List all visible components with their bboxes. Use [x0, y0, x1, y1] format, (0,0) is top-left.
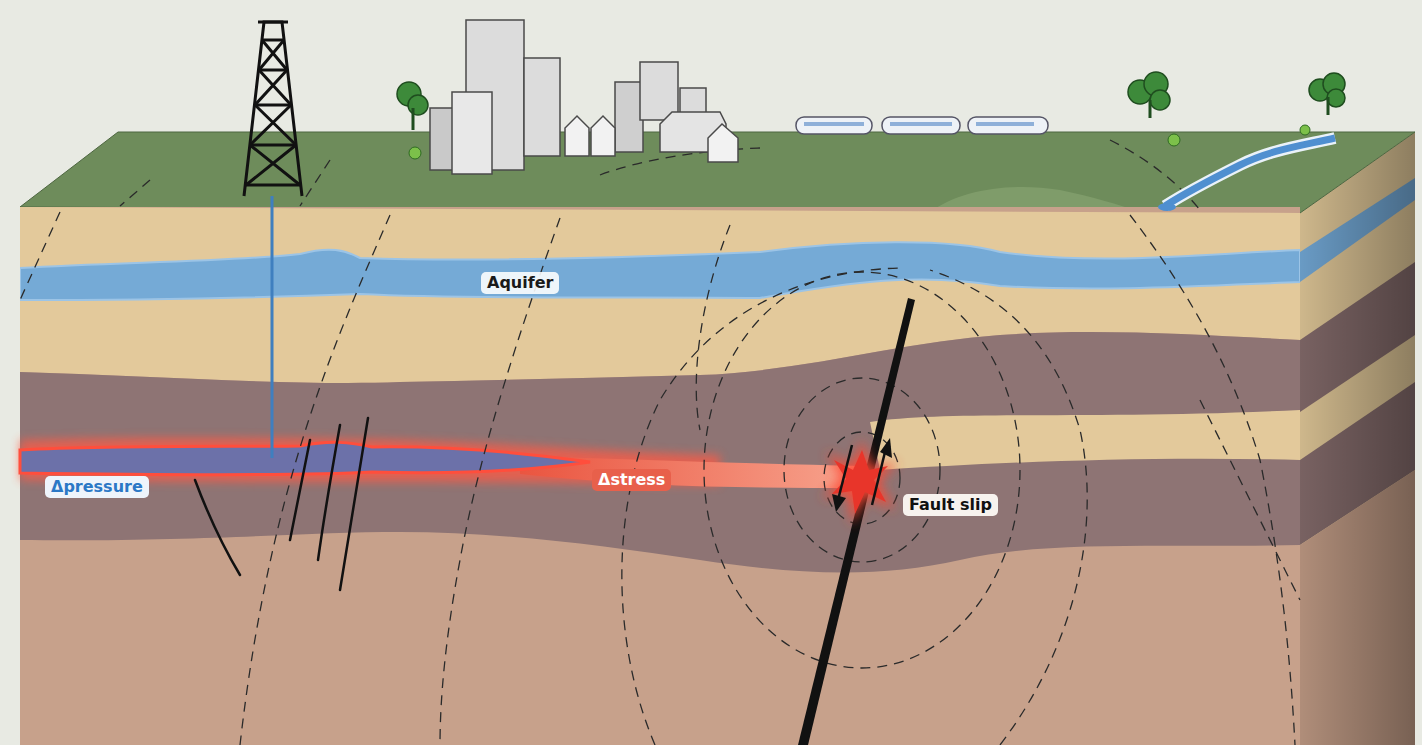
stream [1158, 138, 1335, 211]
rock-layers-part [20, 332, 1300, 572]
block-side-face-part [1300, 132, 1415, 745]
town-buildings-part [452, 92, 492, 174]
train-part-part [976, 122, 1034, 126]
trees [397, 72, 1345, 159]
stream-part [1165, 138, 1335, 206]
stress-contour-lines-part [240, 215, 390, 745]
stress-contour-lines-part [20, 212, 60, 300]
rock-layers-part [870, 410, 1300, 470]
stress-contour-lines-part [120, 180, 150, 206]
stream-part [1165, 138, 1335, 206]
train-part-part [890, 122, 952, 126]
drilling-rig-part-part [246, 40, 300, 185]
train-part [882, 117, 960, 134]
fault-part [798, 298, 915, 745]
stress-contour-lines-part [784, 378, 940, 562]
fractures-part [290, 440, 310, 540]
town-buildings-part [708, 124, 738, 162]
town-buildings [430, 20, 738, 174]
stress-label: Δstress [592, 469, 671, 491]
stress-contour-lines-part [622, 268, 900, 745]
layer-label: Aquifer [481, 272, 559, 294]
train-part-part [804, 122, 864, 126]
town-buildings-part [565, 116, 589, 156]
trees-part-part [1168, 134, 1180, 146]
stress-contour-lines-part [440, 218, 560, 745]
train-part [796, 117, 872, 134]
drilling-rig-part-part [258, 21, 288, 24]
fault-label: Fault slip [903, 494, 998, 516]
trees-part-part [1327, 89, 1345, 107]
drilling-rig [244, 22, 302, 458]
fault-part [832, 494, 846, 512]
stress-contour-lines-part [300, 160, 330, 206]
trees-part-part [1149, 100, 1152, 118]
drilling-rig-part [244, 22, 302, 196]
train [796, 117, 1048, 134]
train-part [968, 117, 1048, 134]
town-buildings-part [591, 116, 615, 156]
fault-part [872, 448, 886, 505]
fractures-part [318, 425, 340, 560]
fractures-part [340, 418, 368, 590]
trees-part-part [409, 147, 421, 159]
train-part [804, 122, 1034, 126]
stream-part [1158, 203, 1176, 211]
stress-contour-lines-part [704, 272, 1020, 668]
drilling-rig-part [271, 196, 274, 458]
fractures [195, 418, 368, 590]
trees-part-part [412, 108, 415, 130]
fault-part [838, 445, 852, 500]
block-side-face [1300, 132, 1415, 745]
stress-contour-lines-part [1200, 400, 1300, 600]
stress-contour-lines-part [1130, 215, 1295, 745]
rock-layers-part [20, 207, 1300, 745]
trees-part [397, 72, 1345, 115]
trees-part-part [1300, 125, 1310, 135]
trees-part-part [1327, 97, 1330, 115]
block-side-face-part [1300, 132, 1415, 745]
town-buildings-part [524, 58, 560, 156]
stress-contour-lines-part [696, 225, 730, 430]
drilling-rig-part-part [246, 40, 300, 185]
fault-part [832, 450, 888, 514]
trees-part-part [408, 95, 428, 115]
town-buildings-part [615, 82, 643, 152]
fault-part [880, 438, 892, 458]
stress-contour-lines [20, 140, 1300, 745]
rock-layers [20, 207, 1300, 745]
fractures-part [195, 480, 240, 575]
rock-layers-part [20, 242, 1300, 300]
fault [798, 298, 915, 745]
pressure-label: Δpressure [45, 476, 149, 498]
drilling-rig-part-part [244, 22, 302, 196]
trees-part-part [1150, 90, 1170, 110]
